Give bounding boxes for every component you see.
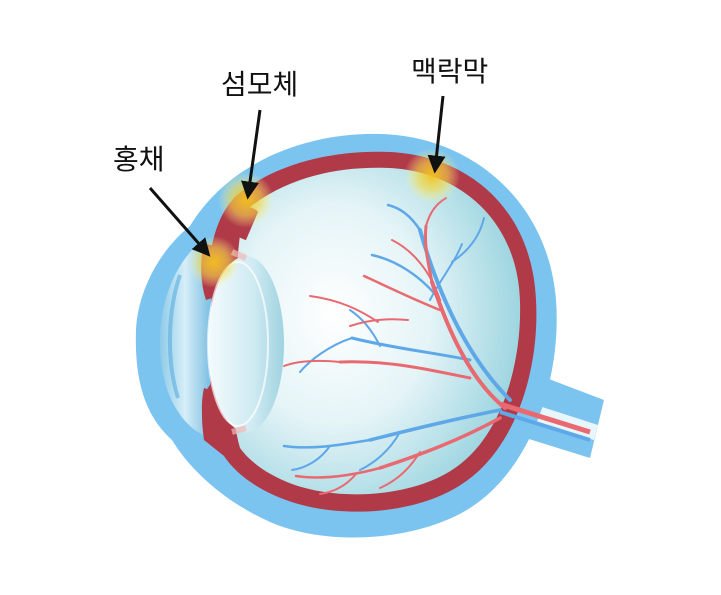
ciliary-body-highlight	[218, 172, 274, 228]
iris-label: 홍채	[113, 143, 165, 176]
choroid-highlight	[404, 148, 460, 204]
choroid-label: 맥락막	[411, 55, 489, 88]
ciliary-body-label: 섬모체	[221, 68, 299, 101]
arrow-icon	[427, 95, 446, 174]
arrow-icon	[148, 187, 211, 257]
arrow-icon	[241, 109, 262, 200]
vitreous-body	[234, 167, 521, 495]
lens	[208, 256, 284, 432]
iris-highlight	[188, 236, 240, 288]
iris-lower	[201, 388, 222, 446]
